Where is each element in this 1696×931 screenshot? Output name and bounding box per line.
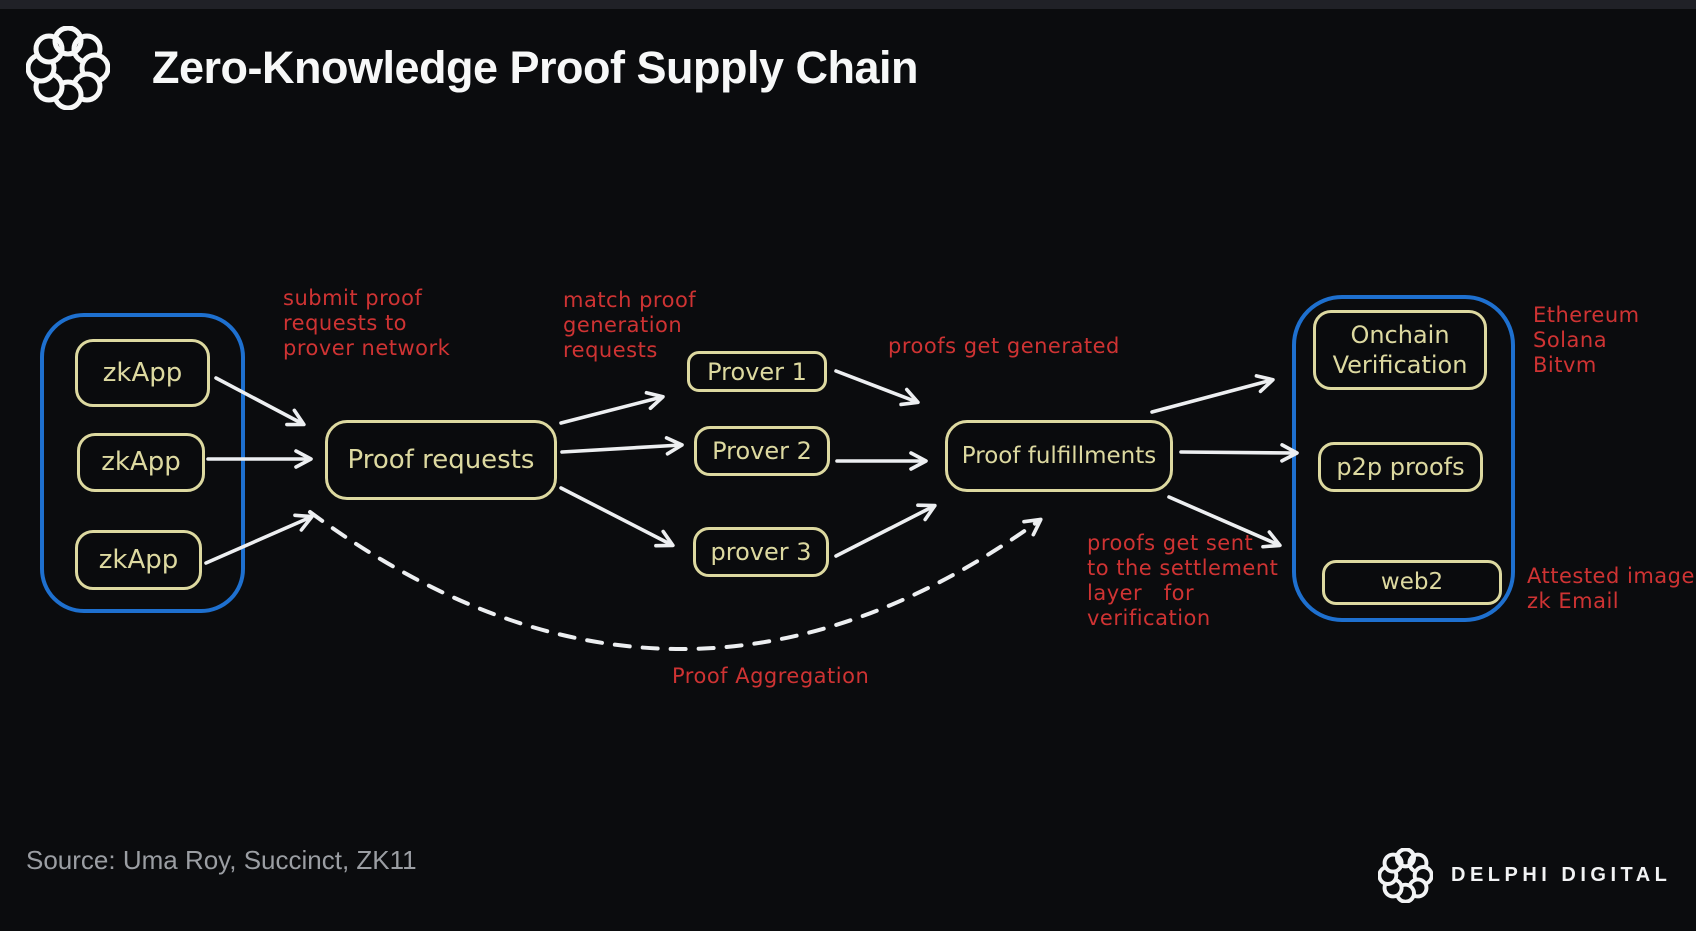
node-onchain-verification-label: Onchain Verification <box>1332 321 1468 379</box>
node-proof-fulfillments: Proof fulfillments <box>945 420 1173 492</box>
delphi-chain-knot-icon <box>26 26 110 110</box>
zkapp-group-container <box>40 313 245 613</box>
page-title: Zero-Knowledge Proof Supply Chain <box>152 42 919 93</box>
node-p2p-proofs-label: p2p proofs <box>1336 453 1465 481</box>
annotation-proof-aggregation: Proof Aggregation <box>672 664 870 688</box>
arrow-requests-to-prover1 <box>559 390 665 425</box>
source-text: Source: Uma Roy, Succinct, ZK11 <box>26 845 417 875</box>
arrow-fulfillments-to-p2p <box>1179 443 1299 463</box>
arrow-requests-to-prover2 <box>560 436 684 456</box>
node-zkapp-2: zkApp <box>77 433 205 492</box>
arrow-prover1-to-fulfillments <box>834 369 920 407</box>
annotation-proofs-get-generated: proofs get generated <box>888 334 1120 358</box>
annotation-proofs-sent-settlement: proofs get sent to the settlement layer … <box>1087 531 1279 630</box>
node-onchain-verification: Onchain Verification <box>1313 310 1487 390</box>
node-proof-requests-label: Proof requests <box>347 444 535 475</box>
annotation-match-proof-generation: match proof generation requests <box>563 288 697 362</box>
node-prover-2-label: Prover 2 <box>712 437 812 465</box>
annotation-submit-proof-requests: submit proof requests to prover network <box>283 286 451 360</box>
annotation-web2-targets: Attested image zk Email <box>1527 564 1695 613</box>
arrow-prover3-to-fulfillments <box>834 503 937 558</box>
brand-wordmark: DELPHI DIGITAL <box>1451 864 1672 886</box>
node-web2-label: web2 <box>1380 569 1444 596</box>
node-prover-1: Prover 1 <box>687 351 827 392</box>
annotation-settlement-targets: Ethereum Solana Bitvm <box>1533 303 1640 377</box>
node-zkapp-2-label: zkApp <box>101 447 181 478</box>
node-prover-3-label: prover 3 <box>710 538 812 566</box>
node-zkapp-3-label: zkApp <box>98 544 179 575</box>
node-zkapp-3: zkApp <box>75 530 202 590</box>
arrow-fulfillments-to-onchain <box>1150 374 1275 414</box>
top-edge-highlight <box>0 0 1696 9</box>
delphi-chain-knot-icon-small <box>1378 848 1433 903</box>
node-proof-requests: Proof requests <box>325 420 557 500</box>
node-zkapp-1: zkApp <box>75 339 210 407</box>
node-proof-fulfillments-label: Proof fulfillments <box>961 442 1157 469</box>
node-prover-2: Prover 2 <box>694 426 830 476</box>
arrow-proof-aggregation-dashed <box>308 510 1043 651</box>
header: Zero-Knowledge Proof Supply Chain <box>26 26 919 110</box>
node-zkapp-1-label: zkApp <box>102 357 183 388</box>
node-p2p-proofs: p2p proofs <box>1318 442 1483 492</box>
node-prover-1-label: Prover 1 <box>707 357 807 386</box>
arrow-requests-to-prover3 <box>559 486 675 548</box>
brand-footer: DELPHI DIGITAL <box>1378 848 1671 903</box>
node-web2: web2 <box>1322 560 1502 605</box>
node-prover-3: prover 3 <box>693 527 829 577</box>
